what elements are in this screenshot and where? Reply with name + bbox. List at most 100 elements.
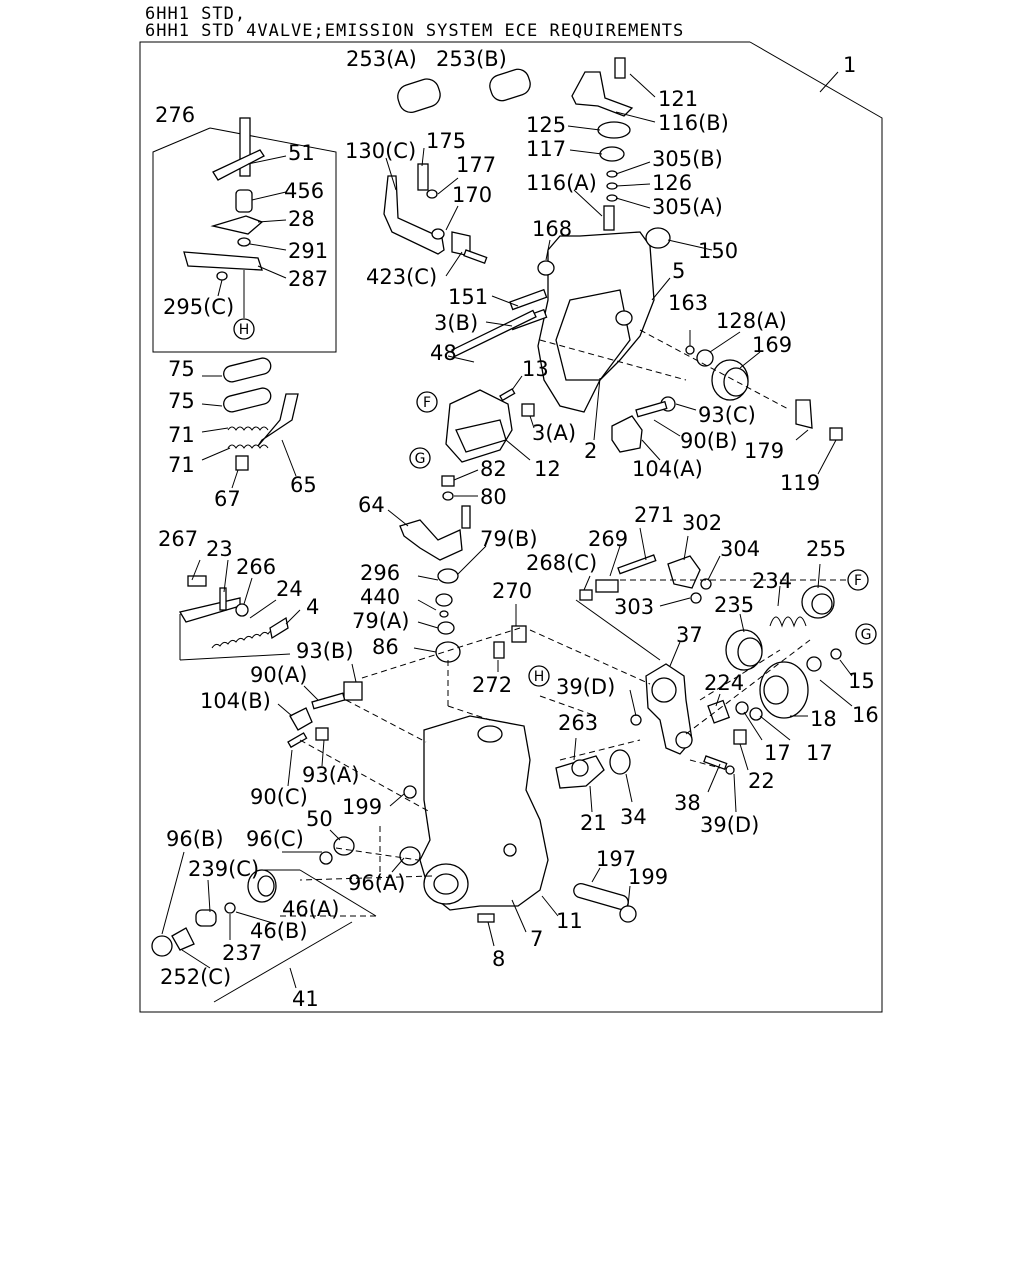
callout-117: 117 xyxy=(526,137,566,161)
callout-46a: 46(A) xyxy=(282,897,339,921)
callout-272: 272 xyxy=(472,673,512,697)
callout-253a: 253(A) xyxy=(346,47,417,71)
header-line-2: 6HH1 STD 4VALVE;EMISSION SYSTEM ECE REQU… xyxy=(145,21,685,41)
callout-169: 169 xyxy=(752,333,792,357)
callout-71-upper: 71 xyxy=(168,423,195,447)
callout-4: 4 xyxy=(306,595,319,619)
callout-24: 24 xyxy=(276,577,303,601)
callout-50: 50 xyxy=(306,807,333,831)
callout-90a: 90(A) xyxy=(250,663,307,687)
callout-96c: 96(C) xyxy=(246,827,304,851)
svg-text:G: G xyxy=(861,627,872,643)
callout-51: 51 xyxy=(288,141,315,165)
callout-17-left: 17 xyxy=(764,741,791,765)
callout-287: 287 xyxy=(288,267,328,291)
callout-96b: 96(B) xyxy=(166,827,224,851)
callout-199-lower: 199 xyxy=(628,865,668,889)
svg-text:H: H xyxy=(239,322,250,338)
callout-170: 170 xyxy=(452,183,492,207)
callout-130c: 130(C) xyxy=(345,139,416,163)
callout-39d-top: 39(D) xyxy=(556,675,615,699)
callout-224: 224 xyxy=(704,671,744,695)
callout-116a: 116(A) xyxy=(526,171,597,195)
callout-291: 291 xyxy=(288,239,328,263)
header-line-1: 6HH1 STD, xyxy=(145,4,247,24)
callout-22: 22 xyxy=(748,769,775,793)
callout-96a: 96(A) xyxy=(348,871,405,895)
callout-75-upper: 75 xyxy=(168,357,195,381)
callout-235: 235 xyxy=(714,593,754,617)
callout-80: 80 xyxy=(480,485,507,509)
callout-82: 82 xyxy=(480,457,507,481)
callout-11: 11 xyxy=(556,909,583,933)
callout-456: 456 xyxy=(284,179,324,203)
callout-38: 38 xyxy=(674,791,701,815)
callout-48: 48 xyxy=(430,341,457,365)
callout-65: 65 xyxy=(290,473,317,497)
callout-199-upper: 199 xyxy=(342,795,382,819)
callout-268c: 268(C) xyxy=(526,551,597,575)
callout-18: 18 xyxy=(810,707,837,731)
callout-177: 177 xyxy=(456,153,496,177)
callout-104b: 104(B) xyxy=(200,689,271,713)
callout-305a: 305(A) xyxy=(652,195,723,219)
callout-179: 179 xyxy=(744,439,784,463)
callout-13: 13 xyxy=(522,357,549,381)
reference-markers: H F G F G H xyxy=(233,318,877,687)
callout-119: 119 xyxy=(780,471,820,495)
callout-295c: 295(C) xyxy=(163,295,234,319)
callout-15: 15 xyxy=(848,669,875,693)
callout-5: 5 xyxy=(672,259,685,283)
marker-g-left: G xyxy=(409,447,431,469)
callout-121: 121 xyxy=(658,87,698,111)
callout-71-lower: 71 xyxy=(168,453,195,477)
frame-outline xyxy=(139,41,883,1013)
callout-270: 270 xyxy=(492,579,532,603)
callout-34: 34 xyxy=(620,805,647,829)
callout-271: 271 xyxy=(634,503,674,527)
callout-67: 67 xyxy=(214,487,241,511)
callout-2: 2 xyxy=(584,439,597,463)
marker-h-lever: H xyxy=(528,665,550,687)
callout-8: 8 xyxy=(492,947,505,971)
callout-423c: 423(C) xyxy=(366,265,437,289)
callout-304: 304 xyxy=(720,537,760,561)
marker-f-right: F xyxy=(847,569,869,591)
callout-296: 296 xyxy=(360,561,400,585)
callout-12: 12 xyxy=(534,457,561,481)
callout-90c: 90(C) xyxy=(250,785,308,809)
callout-93b: 93(B) xyxy=(296,639,354,663)
svg-text:F: F xyxy=(423,395,431,411)
callout-175: 175 xyxy=(426,129,466,153)
callout-1: 1 xyxy=(843,53,856,77)
callout-79b: 79(B) xyxy=(480,527,538,551)
callout-90b: 90(B) xyxy=(680,429,738,453)
callout-266: 266 xyxy=(236,555,276,579)
callout-239c: 239(C) xyxy=(188,857,259,881)
callout-151: 151 xyxy=(448,285,488,309)
marker-g-right: G xyxy=(855,623,877,645)
callout-150: 150 xyxy=(698,239,738,263)
callout-302: 302 xyxy=(682,511,722,535)
callout-267: 267 xyxy=(158,527,198,551)
callout-263: 263 xyxy=(558,711,598,735)
callout-126: 126 xyxy=(652,171,692,195)
callout-269: 269 xyxy=(588,527,628,551)
callout-128a: 128(A) xyxy=(716,309,787,333)
callout-234: 234 xyxy=(752,569,792,593)
leader-lines xyxy=(161,71,853,1003)
callout-163: 163 xyxy=(668,291,708,315)
callout-305b: 305(B) xyxy=(652,147,723,171)
marker-f-left: F xyxy=(416,391,438,413)
callout-41: 41 xyxy=(292,987,319,1011)
callout-276: 276 xyxy=(155,103,195,127)
callout-440: 440 xyxy=(360,585,400,609)
svg-text:H: H xyxy=(534,669,545,685)
callout-197: 197 xyxy=(596,847,636,871)
callout-21: 21 xyxy=(580,811,607,835)
callout-237: 237 xyxy=(222,941,262,965)
callout-3b: 3(B) xyxy=(434,311,478,335)
callout-104a: 104(A) xyxy=(632,457,703,481)
callout-16: 16 xyxy=(852,703,879,727)
